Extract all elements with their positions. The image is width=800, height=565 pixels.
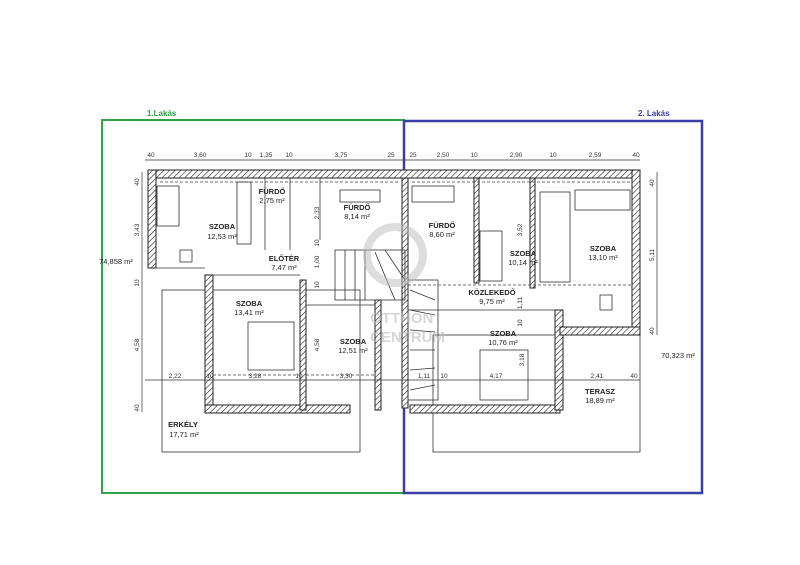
dimension-label: 1,11 xyxy=(418,373,431,380)
interior-partitions xyxy=(156,178,632,376)
room-area: 10,76 m² xyxy=(488,338,518,347)
dimension-label: 40 xyxy=(147,152,155,159)
unit-2-label: 2. Lakás xyxy=(638,109,670,118)
dimension-label: 40 xyxy=(649,179,656,187)
room-name: SZOBA xyxy=(510,249,537,258)
room-area: 10,14 m² xyxy=(508,258,538,267)
bottom-dimensions: 2,22 10 3,28 10 3,30 1,11 10 4,17 2,41 4… xyxy=(169,373,638,380)
room-name: SZOBA xyxy=(340,337,367,346)
interior-dimensions: 2,33 1,00 10 10 4,58 3,52 1,11 3,18 10 xyxy=(314,206,526,366)
dimension-label: 40 xyxy=(649,327,656,335)
watermark-text-2: CENTRUM xyxy=(370,329,445,346)
dimension-label: 10 xyxy=(206,373,214,380)
dimension-label: 3,30 xyxy=(340,373,353,380)
room-name: FÜRDŐ xyxy=(259,187,286,196)
room-area: 13,10 m² xyxy=(588,253,618,262)
left-dimensions: 40 3,43 10 4,58 40 xyxy=(134,178,141,412)
dimension-label: 10 xyxy=(134,279,141,287)
dimension-label: 10 xyxy=(285,152,293,159)
dimension-label: 1,00 xyxy=(314,255,321,268)
balcony-outline xyxy=(161,289,361,453)
room-name: SZOBA xyxy=(236,299,263,308)
dimension-label: 10 xyxy=(295,373,303,380)
dimension-label: 10 xyxy=(314,239,321,247)
top-dimensions: 40 3,60 10 1,35 10 3,75 25 25 2,50 10 2,… xyxy=(147,152,640,159)
dimension-label: 25 xyxy=(409,152,417,159)
furniture xyxy=(156,181,631,401)
dimension-label: 4,17 xyxy=(490,373,503,380)
dimension-label: 40 xyxy=(134,178,141,186)
room-name: SZOBA xyxy=(490,329,517,338)
room-area: 18,89 m² xyxy=(585,396,615,405)
dimension-label: 3,18 xyxy=(519,353,526,366)
room-area: 17,71 m² xyxy=(169,430,199,439)
dimension-label: 3,28 xyxy=(249,373,262,380)
dimension-label: 3,43 xyxy=(134,223,141,236)
room-name: KÖZLEKEDŐ xyxy=(468,288,515,297)
dimension-label: 25 xyxy=(387,152,395,159)
dimension-label: 10 xyxy=(470,152,478,159)
room-name: ELŐTÉR xyxy=(269,254,300,263)
dimension-label: 2,41 xyxy=(591,373,604,380)
room-area: 13,41 m² xyxy=(234,308,264,317)
room-name: ERKÉLY xyxy=(168,420,198,429)
dimension-label: 40 xyxy=(630,373,638,380)
dimension-label: 10 xyxy=(314,281,321,289)
room-name: SZOBA xyxy=(590,244,617,253)
room-area: 9,75 m² xyxy=(479,297,505,306)
watermark-text-1: OTTHON xyxy=(370,310,433,327)
room-area: 8,14 m² xyxy=(344,212,370,221)
terrace-outline xyxy=(432,334,641,453)
room-area: 2,75 m² xyxy=(259,196,285,205)
dimension-label: 3,52 xyxy=(517,223,524,236)
dimension-label: 1,11 xyxy=(517,297,524,310)
dimension-label: 1,35 xyxy=(260,152,273,159)
dimension-label: 10 xyxy=(440,373,448,380)
dimension-label: 40 xyxy=(632,152,640,159)
dimension-label: 2,50 xyxy=(437,152,450,159)
room-area: 12,51 m² xyxy=(338,346,368,355)
dimension-label: 2,59 xyxy=(589,152,602,159)
room-labels: SZOBA 12,53 m² FÜRDŐ 2,75 m² FÜRDŐ 8,14 … xyxy=(168,187,618,439)
unit-1-total-area: 74,858 m² xyxy=(99,257,133,266)
room-area: 8,60 m² xyxy=(429,230,455,239)
dimension-label: 2,33 xyxy=(314,206,321,219)
dimension-label: 4,58 xyxy=(134,338,141,351)
dimension-label: 40 xyxy=(134,404,141,412)
room-name: FÜRDŐ xyxy=(429,221,456,230)
dimension-label: 3,75 xyxy=(335,152,348,159)
room-area: 7,47 m² xyxy=(271,263,297,272)
watermark-logo: OTTHON CENTRUM xyxy=(363,223,445,346)
dimension-label: 2,90 xyxy=(510,152,523,159)
right-dimensions: 40 5,11 40 xyxy=(649,179,656,335)
unit-2-total-area: 70,323 m² xyxy=(661,351,695,360)
room-name: FÜRDŐ xyxy=(344,203,371,212)
dimension-label: 4,58 xyxy=(314,338,321,351)
dimension-label: 10 xyxy=(244,152,252,159)
room-name: SZOBA xyxy=(209,222,236,231)
walls xyxy=(147,169,641,414)
dimension-label: 2,22 xyxy=(169,373,182,380)
dimension-label: 5,11 xyxy=(649,249,656,262)
room-name: TERASZ xyxy=(585,387,615,396)
dimension-label: 3,60 xyxy=(194,152,207,159)
unit-1-label: 1.Lakás xyxy=(147,109,177,118)
dimension-label: 10 xyxy=(517,319,524,327)
dimension-label: 10 xyxy=(549,152,557,159)
room-area: 12,53 m² xyxy=(207,232,237,241)
